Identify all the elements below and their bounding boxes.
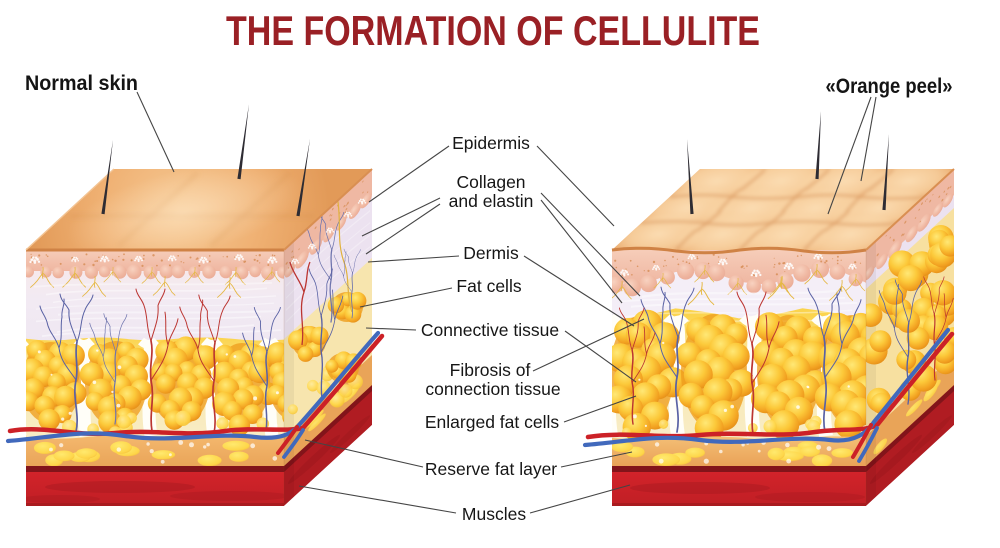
- svg-text:Reserve fat layer: Reserve fat layer: [425, 459, 557, 479]
- svg-text:and elastin: and elastin: [449, 191, 534, 211]
- svg-text:Epidermis: Epidermis: [452, 133, 530, 153]
- svg-text:Connective tissue: Connective tissue: [421, 320, 559, 340]
- svg-text:THE FORMATION OF CELLULITE: THE FORMATION OF CELLULITE: [226, 7, 760, 54]
- svg-text:Dermis: Dermis: [463, 243, 519, 263]
- svg-text:Fibrosis of: Fibrosis of: [450, 360, 531, 380]
- svg-text:Collagen: Collagen: [456, 172, 525, 192]
- svg-text:connection tissue: connection tissue: [425, 379, 560, 399]
- svg-text:«Orange peel»: «Orange peel»: [826, 75, 953, 98]
- svg-text:Muscles: Muscles: [462, 504, 526, 524]
- svg-text:Normal skin: Normal skin: [25, 72, 138, 95]
- svg-text:Enlarged fat cells: Enlarged fat cells: [425, 412, 559, 432]
- svg-text:Fat cells: Fat cells: [456, 276, 521, 296]
